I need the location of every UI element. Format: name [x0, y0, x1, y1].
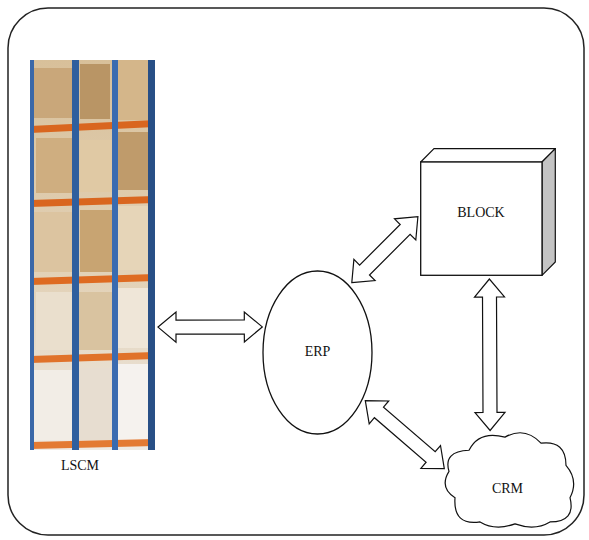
block-arrow	[365, 401, 444, 469]
cloud-node: CRM	[435, 425, 580, 531]
cloud-outline	[435, 425, 580, 531]
text-holder: CRM	[435, 447, 580, 531]
text-holder: BLOCK	[420, 162, 542, 264]
block-arrow	[158, 312, 262, 342]
photo-node: LSCM	[30, 60, 155, 500]
warehouse-photo	[30, 60, 155, 450]
node-label: LSCM	[61, 458, 99, 474]
block-arrow	[352, 217, 418, 283]
text-holder: LSCM	[30, 458, 110, 498]
cube-node: BLOCK	[420, 148, 556, 276]
node-label: BLOCK	[457, 205, 504, 221]
text-holder: ERP	[262, 270, 373, 435]
node-label: CRM	[492, 481, 523, 497]
ellipse-node: ERP	[262, 270, 373, 435]
node-label: ERP	[305, 344, 331, 360]
block-arrow	[475, 279, 506, 431]
